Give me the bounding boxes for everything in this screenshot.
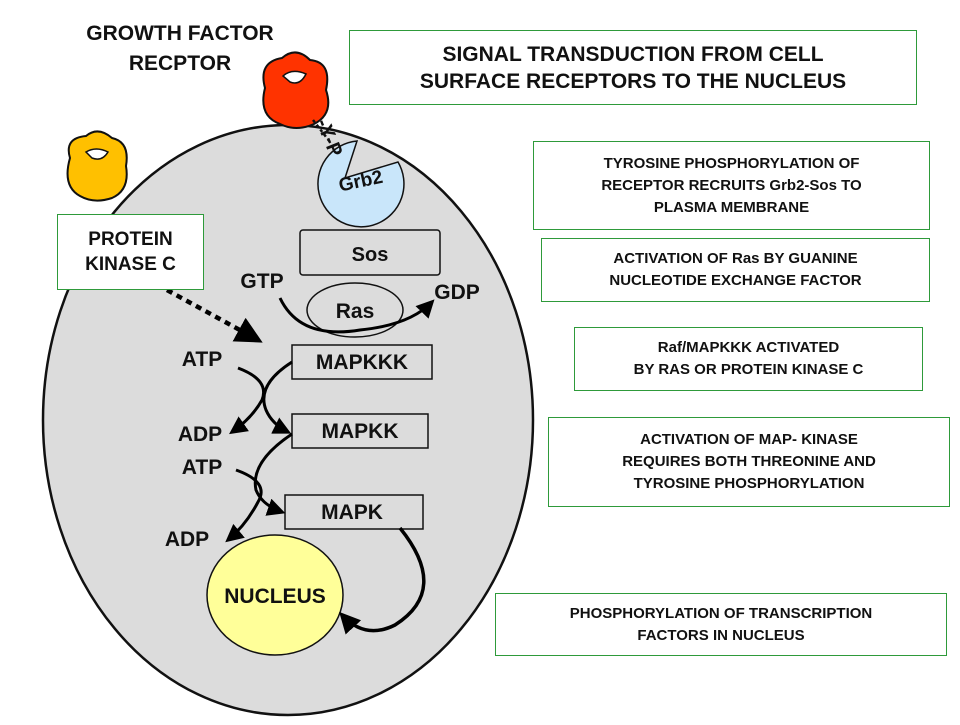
note-map-kinase-activation: ACTIVATION OF MAP- KINASE REQUIRES BOTH … — [548, 417, 950, 507]
receptor-to-grb2-link — [312, 119, 331, 143]
ras-label: Ras — [336, 300, 375, 323]
page-title: SIGNAL TRANSDUCTION FROM CELL SURFACE RE… — [349, 30, 917, 105]
gtp-label: GTP — [240, 270, 283, 293]
atp-label-1: ATP — [182, 348, 222, 371]
mapkkk-box — [291, 344, 433, 380]
protein-kinase-c-box: PROTEIN KINASE C — [57, 214, 204, 290]
growth-factor-label-line2: RECPTOR — [129, 52, 231, 75]
adp-label-1: ADP — [178, 423, 222, 446]
gtp-gdp-exchange-arrow — [278, 297, 435, 334]
mapkkk-to-mapkk-arrow — [262, 360, 293, 434]
mapk-label: MAPK — [321, 501, 383, 524]
mapkk-to-mapk-arrow — [253, 432, 293, 516]
gdp-label: GDP — [434, 281, 480, 304]
note-raf-mapkkk-activation: Raf/MAPKKK ACTIVATED BY RAS OR PROTEIN K… — [574, 327, 923, 391]
atp-adp-arrow-1 — [229, 366, 265, 435]
note-transcription-factor-phosphorylation: PHOSPHORYLATION OF TRANSCRIPTION FACTORS… — [495, 593, 947, 656]
mapkk-label: MAPKK — [322, 420, 399, 443]
atp-adp-arrow-2 — [225, 468, 263, 543]
growth-factor-receptor-icon — [262, 51, 330, 129]
atp-label-2: ATP — [182, 456, 222, 479]
mapk-box — [284, 494, 424, 530]
sos-box — [299, 229, 441, 276]
note-ras-activation: ACTIVATION OF Ras BY GUANINE NUCLEOTIDE … — [541, 238, 930, 302]
growth-factor-label-line1: GROWTH FACTOR — [86, 22, 273, 45]
adp-label-2: ADP — [165, 528, 209, 551]
mapk-to-nucleus-arrow — [339, 526, 426, 635]
note-grb2-sos-recruitment: TYROSINE PHOSPHORYLATION OF RECEPTOR REC… — [533, 141, 930, 230]
mapkkk-label: MAPKKK — [316, 351, 408, 374]
mapkk-box — [291, 413, 429, 449]
protein-kinase-c-receptor-icon — [66, 130, 128, 202]
nucleus-shape — [206, 534, 344, 656]
ras-shape — [306, 282, 404, 338]
grb2-icon — [317, 140, 405, 228]
nucleus-label: NUCLEUS — [224, 585, 326, 608]
sos-label: Sos — [352, 244, 389, 266]
